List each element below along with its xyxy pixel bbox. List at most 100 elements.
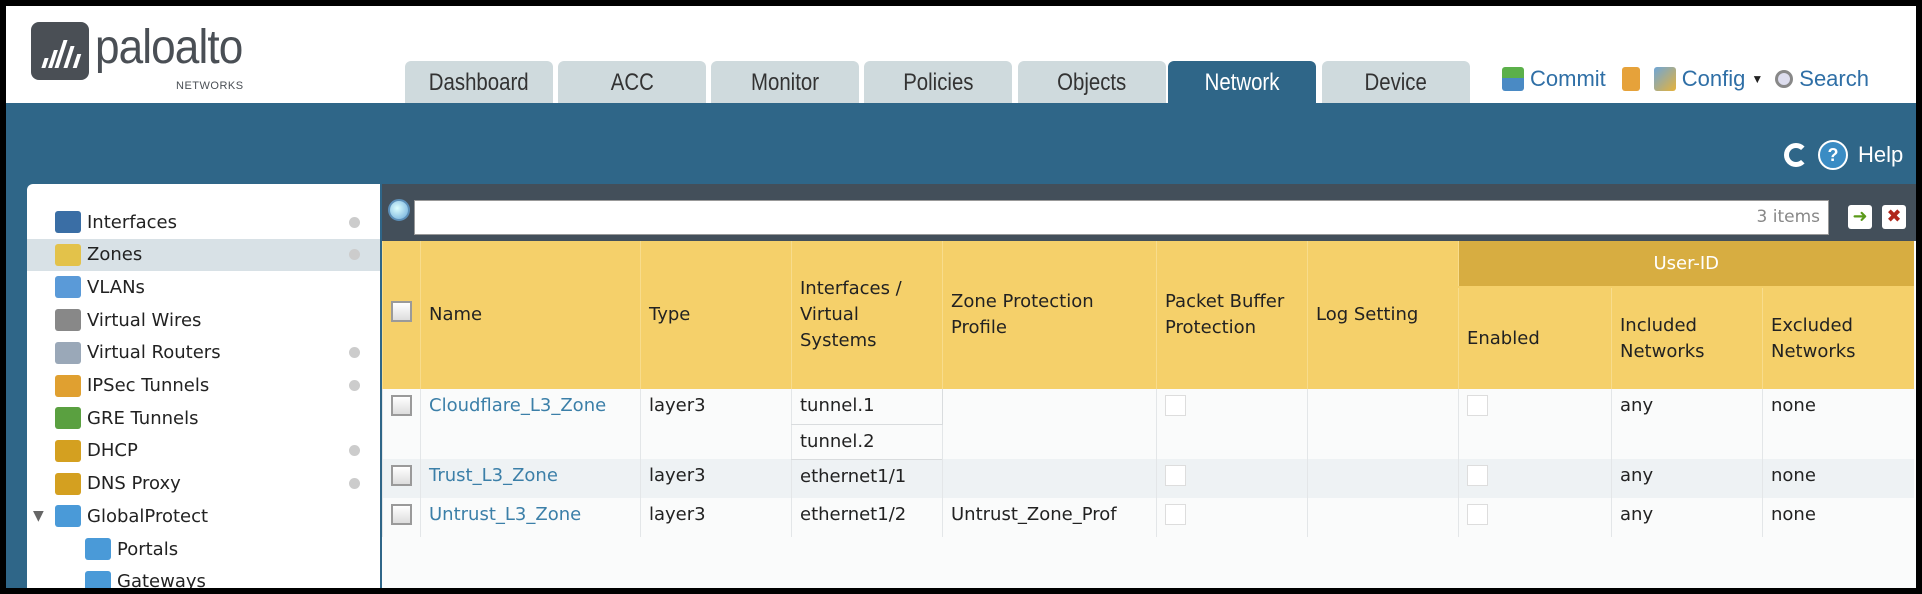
tab-monitor[interactable]: Monitor	[711, 61, 859, 103]
gre-tunnels-icon	[55, 407, 81, 430]
col-name[interactable]: Name	[420, 241, 641, 389]
select-all-checkbox[interactable]	[391, 300, 412, 322]
sidebar-item-label: Gateways	[117, 571, 206, 588]
sidebar-item-gateways[interactable]: Gateways	[27, 566, 380, 588]
packet-buffer-checkbox	[1165, 395, 1186, 416]
sidebar-item-virtual-routers[interactable]: Virtual Routers	[27, 337, 380, 369]
lock-icon[interactable]	[1621, 67, 1640, 91]
col-included-networks[interactable]: Included Networks	[1611, 287, 1763, 389]
included-networks: any	[1611, 459, 1763, 498]
filter-input[interactable]: 3 items	[414, 200, 1829, 235]
zone-interface: tunnel.1	[791, 389, 943, 425]
sidebar-item-label: IPSec Tunnels	[87, 375, 210, 396]
zone-type: layer3	[640, 498, 792, 537]
app-window: paloalto NETWORKS Dashboard ACC Monitor …	[6, 6, 1916, 588]
sidebar-item-label: Zones	[87, 244, 143, 266]
zone-name-link[interactable]: Trust_L3_Zone	[429, 465, 558, 486]
sidebar-item-portals[interactable]: Portals	[27, 533, 380, 565]
sidebar-item-virtual-wires[interactable]: Virtual Wires	[27, 304, 380, 336]
item-count: 3 items	[1756, 207, 1820, 227]
sidebar-item-ipsec-tunnels[interactable]: IPSec Tunnels	[27, 370, 380, 402]
portals-icon	[85, 538, 111, 560]
apply-filter-button[interactable]: ➜	[1848, 205, 1872, 229]
select-all-header	[382, 241, 421, 389]
col-type[interactable]: Type	[640, 241, 792, 389]
zone-type: layer3	[640, 389, 792, 459]
chevron-down-icon[interactable]: ▼	[1751, 72, 1764, 86]
col-excluded-networks[interactable]: Excluded Networks	[1762, 287, 1914, 389]
sidebar-item-label: VLANs	[87, 276, 145, 298]
col-enabled[interactable]: Enabled	[1458, 287, 1612, 389]
table-row[interactable]: tunnel.2	[383, 424, 1914, 460]
included-networks: any	[1611, 389, 1763, 459]
tab-network[interactable]: Network	[1168, 61, 1316, 103]
sidebar-item-interfaces[interactable]: Interfaces	[27, 206, 380, 238]
zone-name-link[interactable]: Cloudflare_L3_Zone	[429, 395, 607, 416]
config-icon	[1653, 67, 1676, 91]
status-dot-icon	[349, 347, 360, 359]
tab-device[interactable]: Device	[1322, 61, 1470, 103]
top-links: Commit Config ▼ Search	[1502, 66, 1869, 92]
commit-link[interactable]: Commit	[1530, 66, 1606, 91]
sidebar-item-label: Interfaces	[87, 211, 177, 233]
clear-filter-button[interactable]: ✖	[1882, 205, 1906, 229]
user-id-enabled-cell	[1458, 459, 1612, 498]
user-id-group-header: User-ID	[1458, 241, 1914, 288]
help-link[interactable]: Help	[1858, 142, 1904, 167]
user-id-enabled-checkbox	[1467, 465, 1488, 486]
row-checkbox[interactable]	[391, 465, 412, 486]
zone-protection-profile	[942, 459, 1157, 498]
col-log-setting[interactable]: Log Setting	[1307, 241, 1459, 389]
sidebar-item-dns-proxy[interactable]: DNS Proxy	[27, 468, 380, 500]
col-zone-protection[interactable]: Zone Protection Profile	[942, 241, 1157, 389]
row-checkbox[interactable]	[391, 504, 412, 525]
interfaces-icon	[55, 211, 81, 233]
sidebar-item-zones[interactable]: Zones	[27, 238, 380, 271]
zone-protection-profile	[942, 389, 1157, 459]
packet-buffer-cell	[1156, 459, 1308, 498]
excluded-networks: none	[1762, 498, 1914, 537]
tab-acc[interactable]: ACC	[558, 61, 706, 103]
search-link[interactable]: Search	[1799, 66, 1869, 91]
sidebar-item-label: Virtual Routers	[87, 342, 221, 364]
tab-dashboard[interactable]: Dashboard	[405, 61, 553, 103]
col-packet-buffer[interactable]: Packet Buffer Protection	[1156, 241, 1308, 389]
zones-panel: 3 items ➜ ✖ Name Type Interfaces / Virtu…	[382, 184, 1916, 588]
vlans-icon	[55, 276, 81, 299]
expand-triangle-icon[interactable]: ▼	[33, 508, 44, 525]
sidebar-item-vlans[interactable]: VLANs	[27, 271, 380, 303]
log-setting	[1307, 389, 1459, 459]
zone-protection-profile: Untrust_Zone_Prof	[942, 498, 1157, 537]
logo-subtext: NETWORKS	[176, 80, 244, 92]
sidebar-item-gre-tunnels[interactable]: GRE Tunnels	[27, 402, 380, 434]
paloalto-logo: paloalto	[31, 22, 255, 80]
row-checkbox[interactable]	[391, 395, 412, 416]
help-icon[interactable]: ?	[1818, 140, 1848, 170]
included-networks: any	[1611, 498, 1763, 537]
search-icon	[1775, 70, 1794, 88]
tab-policies[interactable]: Policies	[864, 61, 1012, 103]
packet-buffer-checkbox	[1165, 504, 1186, 525]
bluebar-actions: ? Help	[1784, 140, 1903, 170]
packet-buffer-checkbox	[1165, 465, 1186, 486]
config-menu[interactable]: Config	[1681, 66, 1746, 91]
col-interfaces[interactable]: Interfaces / Virtual Systems	[791, 241, 943, 389]
zone-name-link[interactable]: Untrust_L3_Zone	[429, 504, 582, 525]
user-id-enabled-cell	[1458, 389, 1612, 459]
sidebar-item-dhcp[interactable]: DHCP	[27, 435, 380, 467]
virtual-routers-icon	[55, 341, 81, 364]
zones-icon	[55, 243, 81, 266]
user-id-enabled-cell	[1458, 498, 1612, 537]
logo-mark-icon	[31, 22, 89, 80]
sidebar-item-globalprotect[interactable]: ▼GlobalProtect	[27, 500, 380, 532]
refresh-icon[interactable]	[1784, 143, 1808, 167]
packet-buffer-cell	[1156, 389, 1308, 459]
excluded-networks: none	[1762, 459, 1914, 498]
zone-interface: tunnel.2	[791, 424, 943, 460]
ipsec-tunnels-icon	[55, 374, 81, 397]
tab-objects[interactable]: Objects	[1018, 61, 1166, 103]
